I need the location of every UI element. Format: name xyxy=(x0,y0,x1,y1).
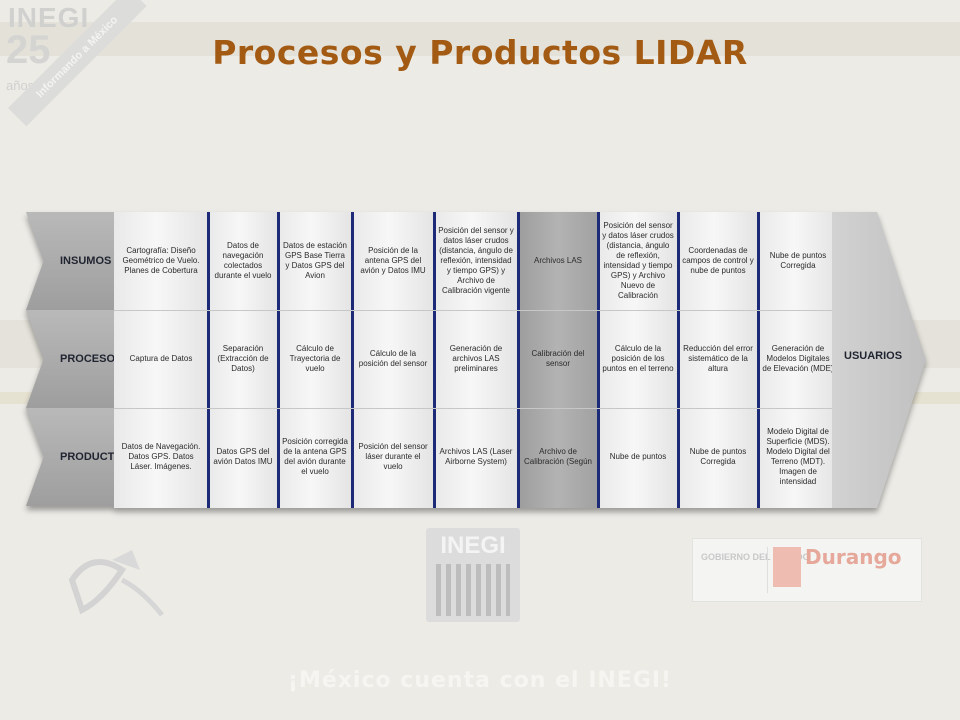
column-separator xyxy=(517,212,520,508)
cell-insumos-7: Posición del sensor y datos láser crudos… xyxy=(602,221,674,300)
inegi-25-logo: INEGI 25 años Informando a México xyxy=(0,0,160,150)
diagram-column-7 xyxy=(598,212,678,508)
row-label-text: INSUMOS xyxy=(60,255,112,267)
cell-productos-9: Modelo Digital de Superficie (MDS). Mode… xyxy=(766,427,830,486)
center-logo-text: INEGI xyxy=(440,532,506,559)
cell-productos-4: Posición del sensor láser durante el vue… xyxy=(358,442,428,471)
lidar-process-diagram: INSUMOS PROCESOS PRODUCTOS Cartografía: Di… xyxy=(26,212,926,510)
slide-title: Procesos y Productos LIDAR xyxy=(212,33,748,72)
column-separator xyxy=(277,212,280,508)
diagram-column-9 xyxy=(758,212,838,508)
diagram-column-5 xyxy=(434,212,518,508)
row-divider xyxy=(114,408,838,409)
cell-procesos-3: Cálculo de Trayectoria de vuelo xyxy=(289,344,341,373)
diagram-column-2 xyxy=(208,212,278,508)
gobierno-durango-logo: GOBIERNO DEL ESTADO Durango xyxy=(692,538,922,602)
gobierno-text: GOBIERNO DEL ESTADO xyxy=(701,552,810,562)
cell-insumos-3: Datos de estación GPS Base Tierra y Dato… xyxy=(282,241,348,280)
cell-insumos-5: Posición del sensor y datos láser crudos… xyxy=(438,226,514,295)
column-separator xyxy=(207,212,210,508)
column-separator xyxy=(597,212,600,508)
usuarios-label: USUARIOS xyxy=(844,350,903,362)
diagram-column-6 xyxy=(518,212,598,508)
durango-text: Durango xyxy=(805,545,902,569)
logo-inegi-text: INEGI xyxy=(8,2,90,33)
center-logo-graphic xyxy=(436,564,510,616)
cell-procesos-7: Cálculo de la posición de los puntos en … xyxy=(602,344,674,373)
durango-emblem-icon xyxy=(773,547,801,587)
diagram-column-1 xyxy=(114,212,208,508)
cell-procesos-2: Separación (Extracción de Datos) xyxy=(217,344,269,373)
cell-procesos-9: Generación de Modelos Digitales de Eleva… xyxy=(762,344,834,373)
row-divider xyxy=(114,310,838,311)
cell-insumos-1: Cartografía: Diseño Geométrico de Vuelo.… xyxy=(122,246,200,275)
inegi-center-logo: INEGI xyxy=(426,528,520,622)
cell-procesos-1: Captura de Datos xyxy=(129,354,193,363)
column-separator xyxy=(677,212,680,508)
diagram-column-4 xyxy=(352,212,434,508)
cell-procesos-5: Generación de archivos LAS preliminares xyxy=(449,344,503,373)
diagram-column-3 xyxy=(278,212,352,508)
cell-productos-2: Datos GPS del avión Datos IMU xyxy=(213,447,273,466)
logo-number: 25 xyxy=(6,28,51,72)
footer-slogan: ¡México cuenta con el INEGI! xyxy=(287,668,673,693)
cell-procesos-4: Cálculo de la posición del sensor xyxy=(358,349,428,368)
mexico-bicentenario-logo xyxy=(68,550,164,617)
column-separator xyxy=(433,212,436,508)
row-label-text: PROCESOS xyxy=(60,353,123,365)
cell-productos-6: Archivo de Calibración (Según xyxy=(523,447,593,466)
cell-procesos-6: Calibración del sensor xyxy=(531,349,585,368)
cell-insumos-9: Nube de puntos Corregida xyxy=(769,251,827,270)
cell-productos-5: Archivos LAS (Laser Airborne System) xyxy=(439,447,513,466)
logo-divider xyxy=(767,547,768,593)
cell-productos-3: Posición corregida de la antena GPS del … xyxy=(282,437,348,476)
cell-productos-8: Nube de puntos Corregida xyxy=(689,447,747,466)
background-band-top xyxy=(0,22,960,56)
cell-procesos-8: Reducción del error sistemático de la al… xyxy=(683,344,753,373)
column-separator xyxy=(757,212,760,508)
cell-productos-1: Datos de Navegación. Datos GPS. Datos Lá… xyxy=(121,442,201,471)
cell-productos-7: Nube de puntos xyxy=(609,452,667,461)
diagram-column-8 xyxy=(678,212,758,508)
cell-insumos-8: Coordenadas de campos de control y nube … xyxy=(682,246,754,275)
column-separator xyxy=(351,212,354,508)
cell-insumos-6: Archivos LAS xyxy=(533,256,583,265)
row-label-text: PRODUCTOS xyxy=(60,451,131,463)
cell-insumos-4: Posición de la antena GPS del avión y Da… xyxy=(360,246,426,275)
cell-insumos-2: Datos de navegación colectados durante e… xyxy=(214,241,272,280)
